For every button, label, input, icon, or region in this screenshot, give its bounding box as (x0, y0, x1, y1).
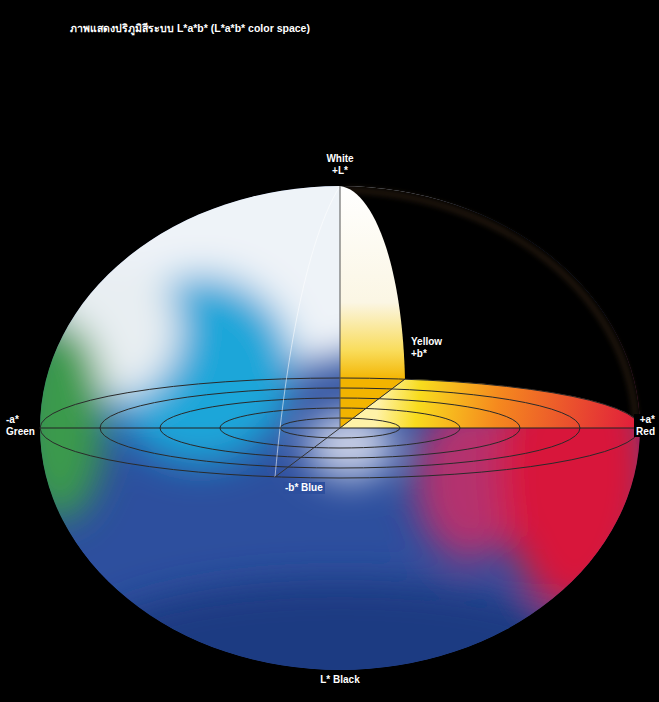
axis-label: Yellow +b* (409, 336, 444, 359)
lb-plane-face (340, 186, 405, 428)
sphere-surface (15, 130, 650, 702)
axis-label-text: -a* Green (4, 414, 37, 437)
axis-label-text: Yellow +b* (409, 336, 444, 359)
axis-label-text: +a* Red (634, 414, 657, 437)
axis-label: +a* Red (634, 414, 657, 437)
axis-label: White +L* (324, 153, 355, 176)
axis-label-text: White +L* (324, 153, 355, 176)
b-axis (275, 379, 405, 477)
surface-colours (15, 130, 650, 702)
cutaway-void (340, 186, 640, 428)
title-block: ภาพแสดงปริภูมิสีระบบ L*a*b* (L*a*b* colo… (70, 22, 310, 34)
axis-label: L* Black (318, 674, 361, 686)
l-axis (340, 186, 341, 428)
axis-label: -a* Green (4, 414, 37, 437)
meridian-line (275, 186, 340, 477)
dark-blue-zone (80, 580, 600, 702)
axis-label: -b* Blue (283, 482, 325, 494)
axis-label-text: L* Black (318, 674, 361, 686)
diagram-title: ภาพแสดงปริภูมิสีระบบ L*a*b* (L*a*b* colo… (70, 22, 310, 34)
axis-label-text: -b* Blue (283, 482, 325, 494)
